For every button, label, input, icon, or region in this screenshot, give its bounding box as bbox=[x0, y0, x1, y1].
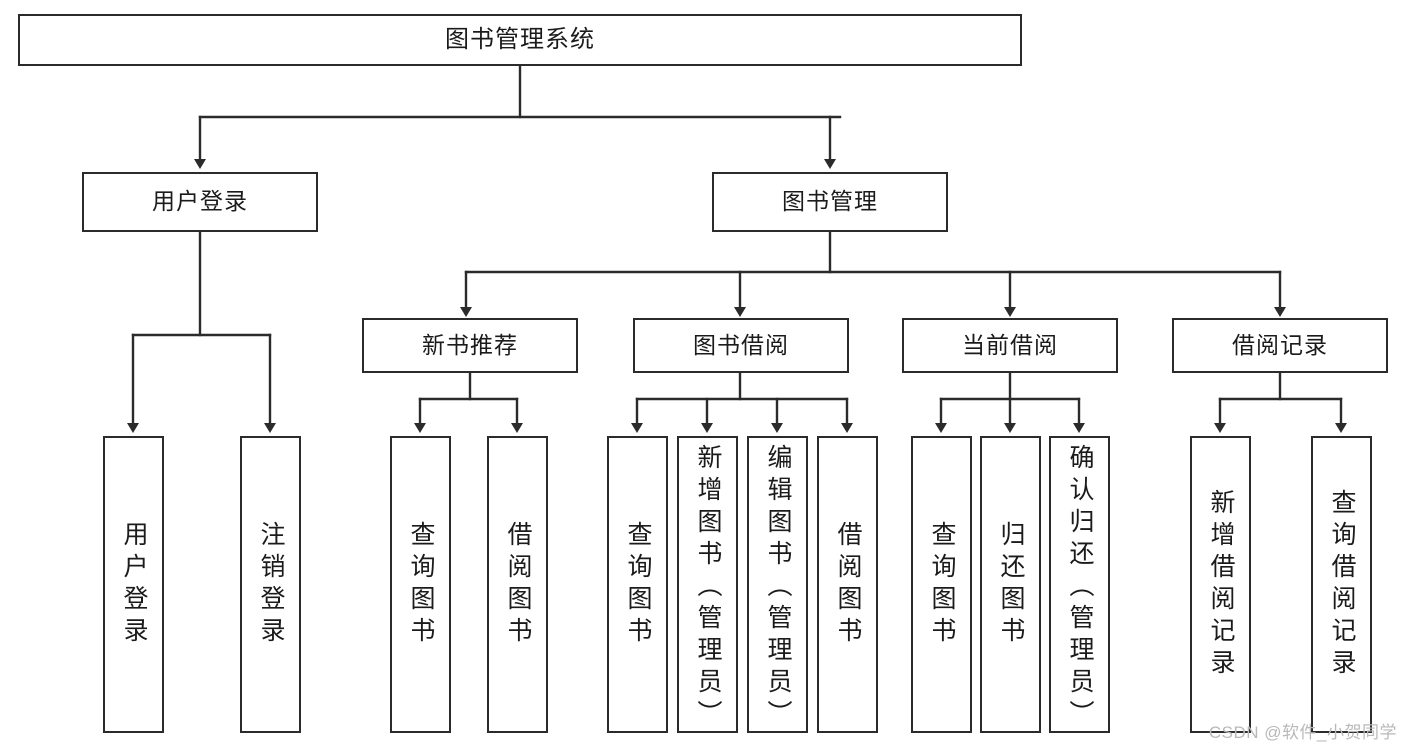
leaf-borrow-book-newbook[interactable]: 借阅图书 bbox=[487, 436, 548, 733]
leaf-logout[interactable]: 注销登录 bbox=[240, 436, 301, 733]
node-new-book-recommend[interactable]: 新书推荐 bbox=[362, 318, 578, 373]
node-label: 新增图书（管理员） bbox=[694, 444, 722, 732]
node-label: 用户登录 bbox=[152, 188, 248, 215]
leaf-add-borrow-record[interactable]: 新增借阅记录 bbox=[1190, 436, 1251, 733]
node-label: 图书管理 bbox=[782, 188, 878, 215]
node-borrow-record[interactable]: 借阅记录 bbox=[1172, 318, 1388, 373]
node-label: 注销登录 bbox=[257, 520, 285, 649]
leaf-add-book-admin[interactable]: 新增图书（管理员） bbox=[677, 436, 738, 733]
leaf-query-book-current[interactable]: 查询图书 bbox=[911, 436, 972, 733]
leaf-confirm-return-admin[interactable]: 确认归还（管理员） bbox=[1049, 436, 1110, 733]
node-label: 图书管理系统 bbox=[445, 25, 595, 53]
leaf-return-book[interactable]: 归还图书 bbox=[980, 436, 1041, 733]
node-label: 借阅图书 bbox=[504, 520, 532, 649]
node-label: 查询借阅记录 bbox=[1328, 488, 1356, 681]
leaf-query-book-newbook[interactable]: 查询图书 bbox=[390, 436, 451, 733]
watermark: CSDN @软件_小贺同学 bbox=[1208, 723, 1397, 742]
leaf-user-login[interactable]: 用户登录 bbox=[103, 436, 164, 733]
node-label: 借阅记录 bbox=[1232, 331, 1328, 358]
node-label: 编辑图书（管理员） bbox=[764, 444, 792, 732]
leaf-borrow-book[interactable]: 借阅图书 bbox=[817, 436, 878, 733]
node-label: 借阅图书 bbox=[834, 520, 862, 649]
node-label: 新书推荐 bbox=[422, 331, 518, 358]
node-label: 当前借阅 bbox=[962, 331, 1058, 358]
node-book-management[interactable]: 图书管理 bbox=[712, 172, 948, 232]
node-label: 新增借阅记录 bbox=[1207, 488, 1235, 681]
node-label: 用户登录 bbox=[120, 520, 148, 649]
node-current-borrow[interactable]: 当前借阅 bbox=[902, 318, 1118, 373]
node-label: 确认归还（管理员） bbox=[1066, 444, 1094, 732]
leaf-query-borrow-record[interactable]: 查询借阅记录 bbox=[1311, 436, 1372, 733]
leaf-edit-book-admin[interactable]: 编辑图书（管理员） bbox=[747, 436, 808, 733]
node-user-login[interactable]: 用户登录 bbox=[82, 172, 318, 232]
node-root-system[interactable]: 图书管理系统 bbox=[18, 14, 1022, 66]
node-label: 查询图书 bbox=[928, 520, 956, 649]
node-label: 归还图书 bbox=[997, 520, 1025, 649]
node-book-borrow[interactable]: 图书借阅 bbox=[633, 318, 849, 373]
leaf-query-book-borrow[interactable]: 查询图书 bbox=[607, 436, 668, 733]
node-label: 图书借阅 bbox=[693, 331, 789, 358]
node-label: 查询图书 bbox=[624, 520, 652, 649]
node-label: 查询图书 bbox=[407, 520, 435, 649]
